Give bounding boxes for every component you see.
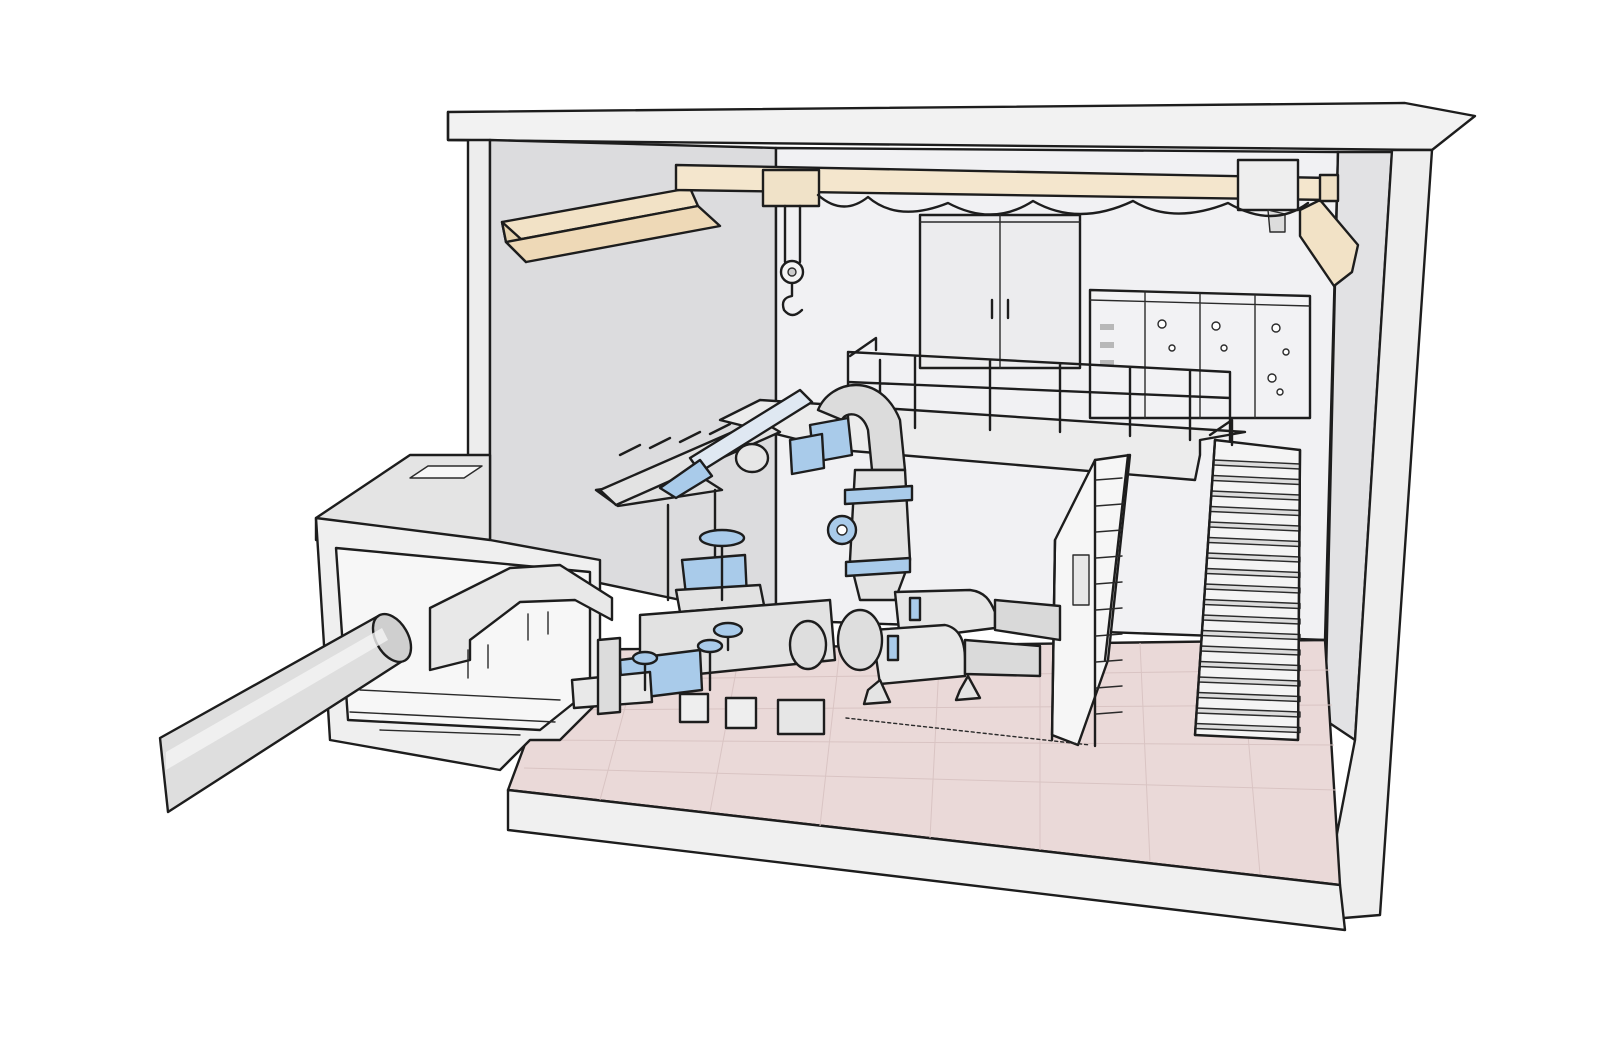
building-shell [446, 101, 1477, 932]
header-fitting [658, 458, 714, 500]
inlet-pipe-mouth [371, 612, 413, 664]
ladder-rung [1095, 659, 1123, 663]
festoon-cable [816, 193, 1310, 218]
inlet-pipe-shade [166, 628, 388, 770]
ladder-rung [1095, 477, 1123, 481]
channel-posts [467, 611, 549, 679]
ladder-rung [1095, 503, 1123, 507]
pump-casing-1 [836, 608, 884, 672]
control-cabinets [918, 213, 1082, 370]
gate-valve-3 [696, 638, 724, 692]
gate-valve-4 [712, 621, 744, 652]
electrical-panel [1088, 288, 1312, 420]
ladder-rung [1095, 607, 1123, 611]
ladder-rung [1095, 529, 1123, 533]
channel-trough [428, 563, 614, 672]
panel-switches [1100, 324, 1114, 366]
ladder-rung [1095, 581, 1123, 585]
access-ladder [1050, 453, 1132, 748]
pump-casing-2 [788, 619, 828, 671]
ladder-rung [1095, 685, 1123, 689]
ladder-rung [1095, 633, 1123, 637]
pump-motor-units [788, 588, 1091, 746]
floor-rail [845, 717, 1091, 746]
gate-valves [631, 528, 826, 736]
ladder-rung [1095, 555, 1123, 559]
motor-unit-lower [870, 623, 967, 686]
overhead-crane [500, 158, 1360, 317]
inlet-pipe [158, 612, 413, 814]
floor-front-edge [506, 788, 1347, 932]
gate-valve-2 [631, 650, 659, 692]
crane-trolley [761, 168, 821, 208]
crane-end-carriage [1236, 158, 1300, 212]
discharge-piping [570, 383, 914, 716]
crane-hook [779, 204, 805, 317]
riser-elbow [816, 383, 907, 472]
staircase [1193, 418, 1302, 742]
channel-ledge [349, 689, 561, 736]
gate-valve-1 [698, 528, 746, 602]
ladder-rung [1095, 711, 1123, 715]
panel-indicators [1157, 319, 1290, 396]
inlet-channel [314, 453, 614, 772]
chamber-hatch [409, 465, 483, 479]
